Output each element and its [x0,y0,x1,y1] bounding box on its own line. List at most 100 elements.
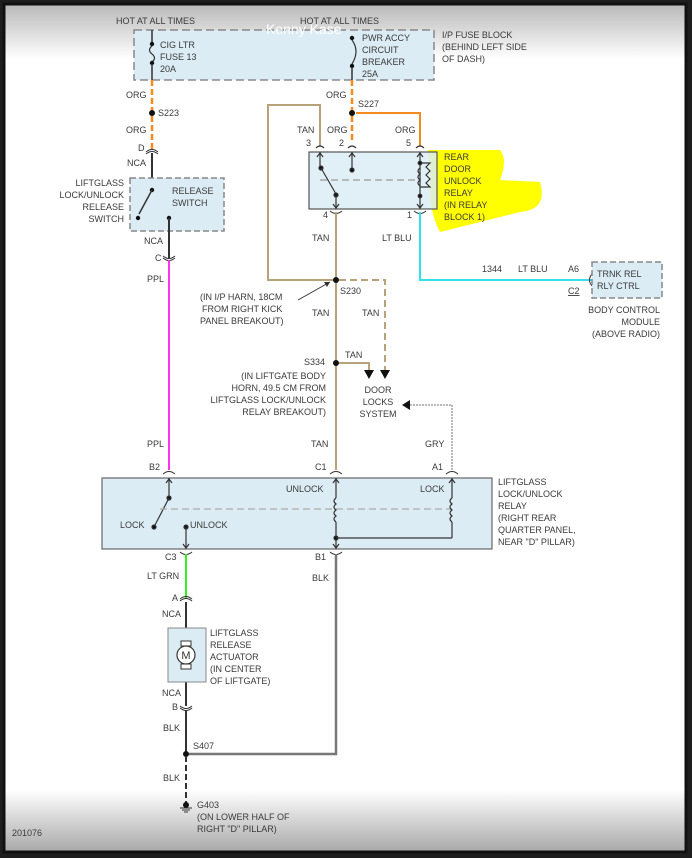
ground-icon [180,802,192,813]
s230-note-2: FROM RIGHT KICK [202,304,282,314]
actuator-name-2: RELEASE [210,640,252,650]
relay-name-2: DOOR [444,164,472,174]
breaker-label-1: PWR ACCY [362,33,410,43]
liftglass-relay-name-1: LIFTGLASS [498,477,547,487]
s230-note-3: PANEL BREAKOUT) [200,316,284,326]
bcm-name-2: MODULE [621,317,660,327]
switch-name-1: LIFTGLASS [75,178,124,188]
pin-a6: A6 [568,264,579,274]
pin-5: 5 [406,138,411,148]
switch-box-2: SWITCH [172,198,208,208]
pointer-arrow [297,281,331,301]
connector-d: D [138,143,145,153]
relay-name-3: UNLOCK [444,176,482,186]
s334-note-1: (IN LIFTGATE BODY [241,371,326,381]
relay-name-1: REAR [444,152,470,162]
splice-s230 [333,277,339,283]
wire-label-ltgrn: LT GRN [147,571,179,581]
wire-blk-b1 [189,554,338,756]
fuse-label-2: FUSE 13 [160,52,197,62]
wire-label-nca: NCA [162,609,181,619]
liftglass-relay-name-6: NEAR "D" PILLAR) [498,537,575,547]
ground-label: G403 [197,800,219,810]
connector-b: B [172,702,178,712]
arrow-left-icon [402,400,410,410]
wire-ltblu [419,212,592,281]
splice-label-s227: S227 [358,99,379,109]
wire-label-blk: BLK [312,573,329,583]
breaker-label-4: 25A [362,69,378,79]
splice-label-s407: S407 [193,741,214,751]
wire-label-tan: TAN [312,233,329,243]
wire-gry [408,404,453,470]
wire-label-ltblu: LT BLU [382,233,412,243]
liftglass-relay-name-4: (RIGHT REAR [498,513,557,523]
door-locks-1: DOOR [365,385,393,395]
splice-label-s334: S334 [304,357,325,367]
fuse-block-label-2: (BEHIND LEFT SIDE [442,42,527,52]
wire-label-gry: GRY [425,439,444,449]
wire-label-org: ORG [395,125,416,135]
unlock-coil-label: UNLOCK [286,484,324,494]
wire-label-blk: BLK [163,723,180,733]
relay-name-4: RELAY [444,188,473,198]
arrow-down-icon [364,370,390,379]
wire-label-blk: BLK [163,773,180,783]
connector-b2: B2 [149,462,160,472]
pin-3: 3 [306,138,311,148]
liftglass-relay-name-2: LOCK/UNLOCK [498,489,563,499]
pin-c2: C2 [568,286,580,296]
liftglass-relay-name-5: QUARTER PANEL, [498,525,576,535]
wire-label-tan: TAN [345,350,362,360]
wire-label-org: ORG [326,90,347,100]
door-locks-2: LOCKS [363,397,394,407]
bcm-name-1: BODY CONTROL [588,305,660,315]
splice-label-s230: S230 [340,286,361,296]
s334-note-3: LIFTGLASS LOCK/UNLOCK [210,395,326,405]
liftglass-relay-box [101,477,493,550]
switch-name-4: SWITCH [89,214,125,224]
pin-1: 1 [407,210,412,220]
s230-note-1: (IN I/P HARN, 18CM [200,292,282,302]
door-locks-3: SYSTEM [359,409,396,419]
motor-label: M [181,650,190,662]
circuit-number: 1344 [482,264,502,274]
wire-tan-pin3 [267,104,336,281]
connector-c1: C1 [315,462,327,472]
switch-box-1: RELEASE [172,186,214,196]
s334-note-2: HORN, 49.5 CM FROM [231,383,326,393]
breaker-label-3: BREAKER [362,57,406,67]
actuator-name-5: OF LIFTGATE) [210,676,270,686]
unlock-contact-label: UNLOCK [190,520,228,530]
bcm-box [591,261,663,299]
wire-label-org: ORG [126,90,147,100]
s334-note-4: RELAY BREAKOUT) [242,407,326,417]
watermark: Kenny Kase [266,21,342,37]
pin-2: 2 [339,138,344,148]
fuse-block-label-1: I/P FUSE BLOCK [442,30,512,40]
liftglass-relay-name-3: RELAY [498,501,527,511]
wire-label-ltblu: LT BLU [518,264,548,274]
bcm-box-2: RLY CTRL [597,281,640,291]
wire-label-tan: TAN [311,439,328,449]
bcm-name-3: (ABOVE RADIO) [592,329,660,339]
fuse-label-1: CIG LTR [160,40,195,50]
bcm-box-1: TRNK REL [597,269,642,279]
circuit-breaker-icon [349,35,357,80]
splice-s334 [333,360,339,366]
splice-s227 [349,110,355,116]
actuator-name-4: (IN CENTER [210,664,262,674]
fuse-block-box [133,29,435,81]
wire-label-ppl: PPL [147,274,164,284]
liftglass-relay-internals-icon [151,478,456,549]
relay-name-6: BLOCK 1) [444,212,485,222]
fuse-icon [148,30,156,80]
connector-c: C [155,253,162,263]
wire-label-tan: TAN [362,308,379,318]
connector-a: A [172,593,178,603]
ground-note-1: (ON LOWER HALF OF [197,812,290,822]
wire-label-ppl: PPL [147,439,164,449]
wire-tan-door-locks [339,362,370,370]
splice-s407 [183,751,189,757]
